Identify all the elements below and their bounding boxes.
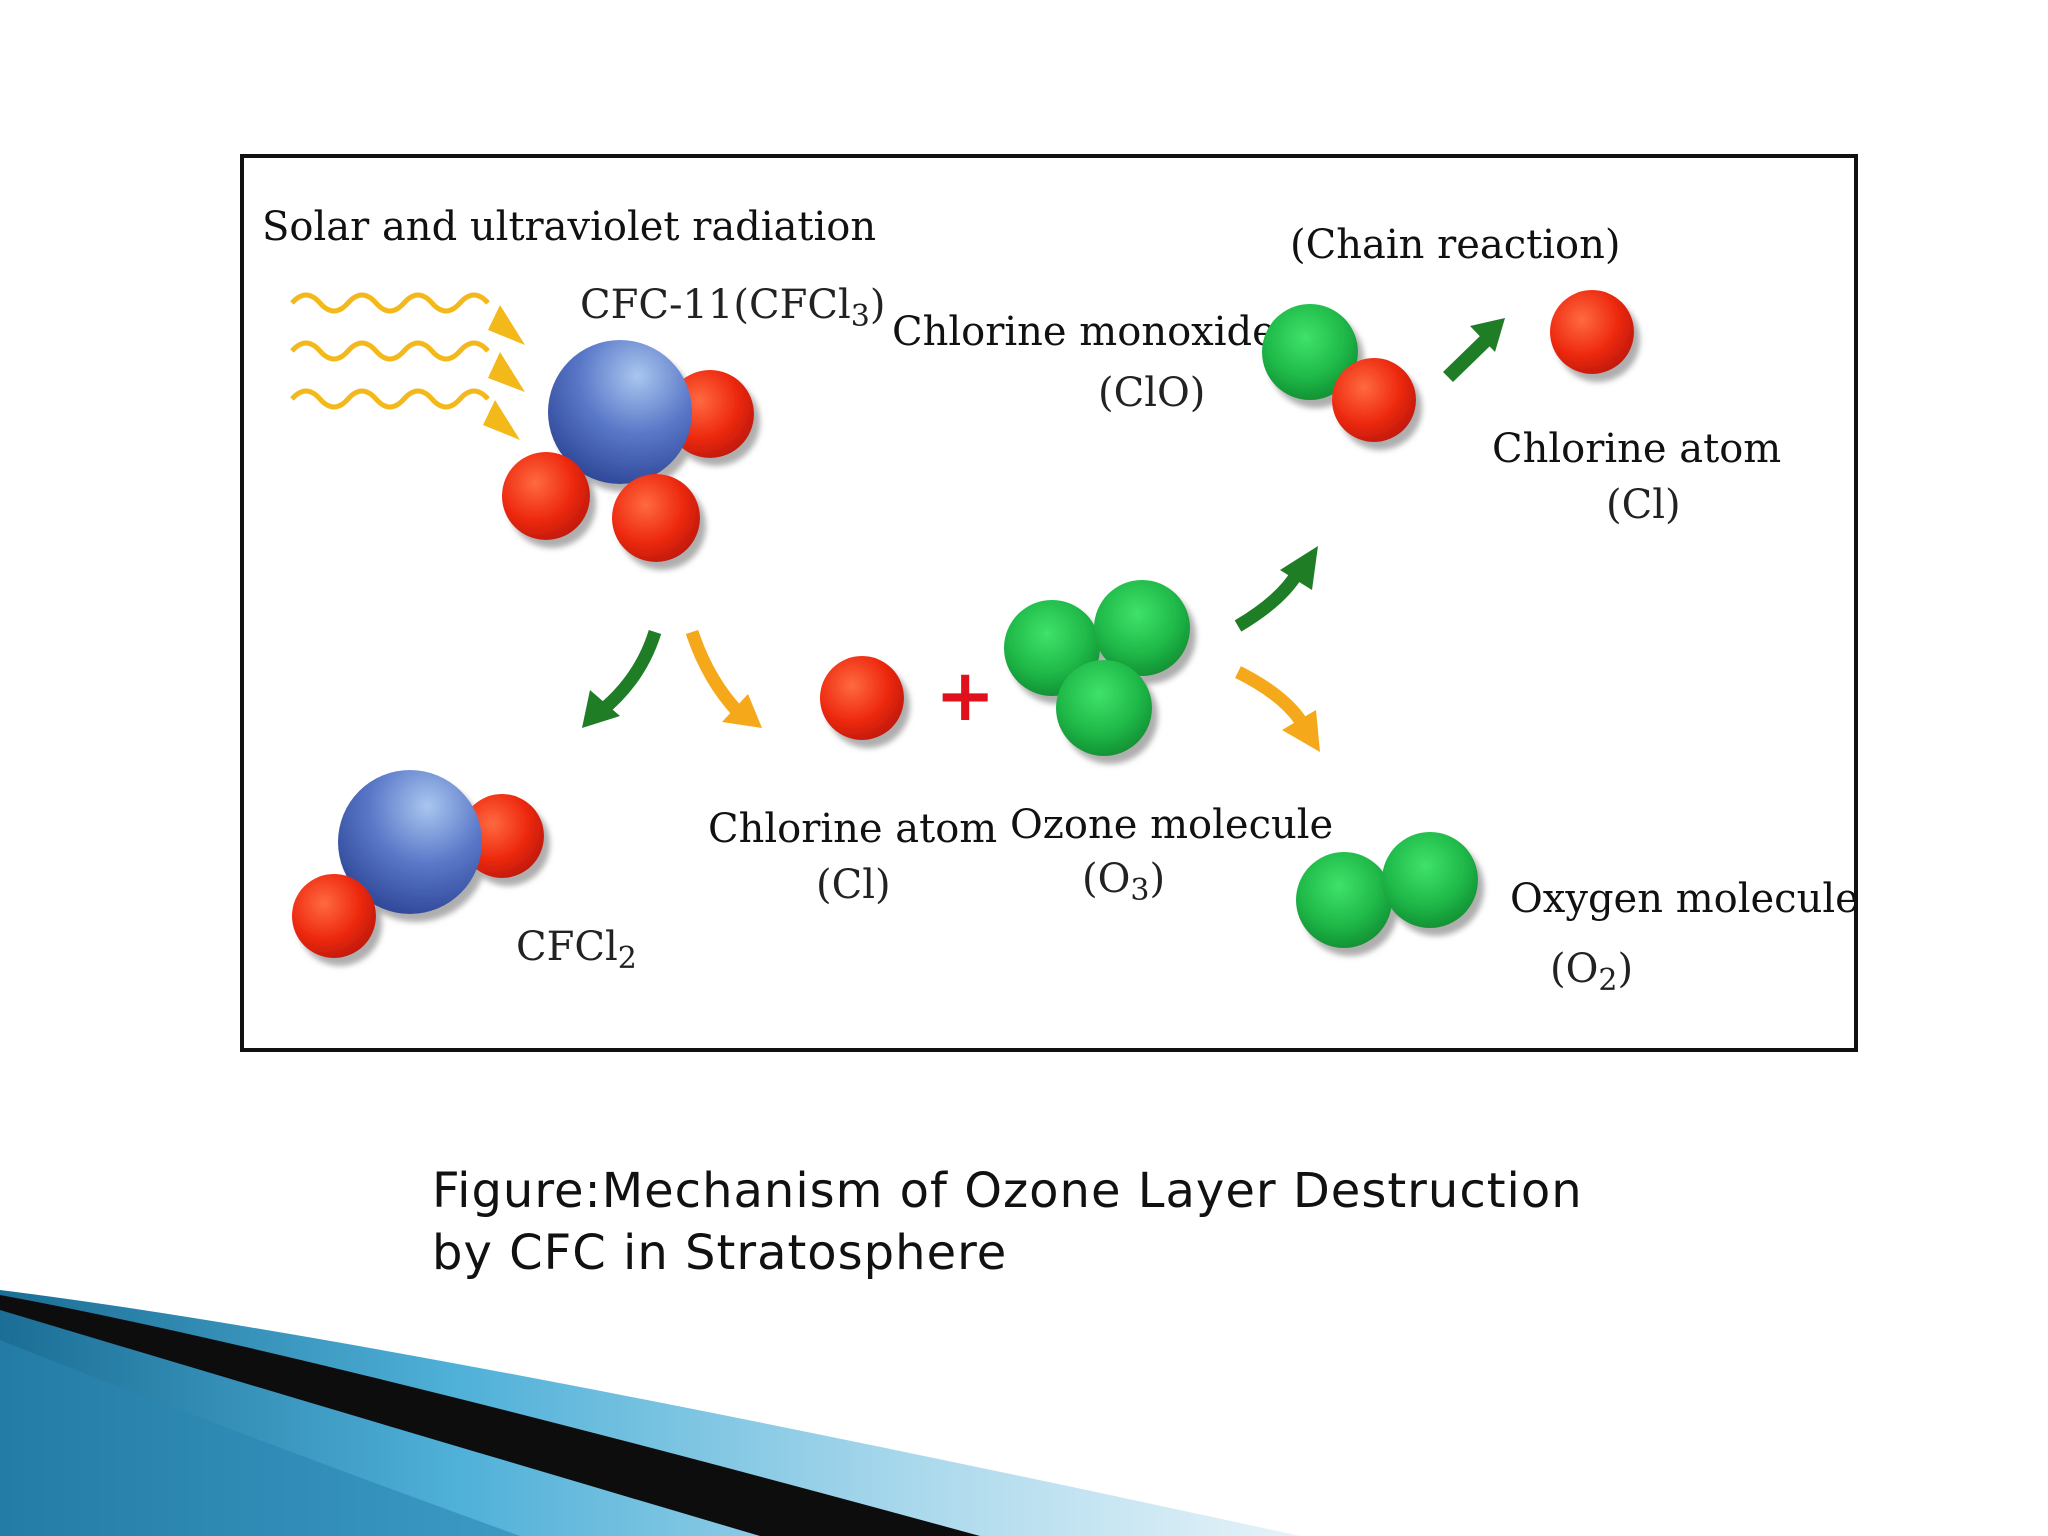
arrow-to-cfcl2 bbox=[582, 629, 662, 728]
chlorine-atom-top-formula: (Cl) bbox=[1606, 482, 1681, 528]
oxygen-sphere bbox=[1262, 304, 1358, 400]
radiation-label: Solar and ultraviolet radiation bbox=[262, 204, 876, 250]
oxygen-molecule bbox=[1296, 832, 1478, 948]
chlorine-atom-sphere bbox=[612, 474, 700, 562]
arrow-to-oxygen-molecule bbox=[1235, 666, 1320, 752]
oxygen-sphere bbox=[1094, 580, 1190, 676]
chlorine-sphere bbox=[292, 874, 376, 958]
chlorine-monoxide-formula: (ClO) bbox=[1098, 370, 1205, 416]
carbon-fluorine-sphere bbox=[338, 770, 482, 914]
chlorine-atom-sphere bbox=[502, 452, 590, 540]
arrow-to-chlorine-monoxide bbox=[1234, 546, 1318, 632]
chain-reaction-label: (Chain reaction) bbox=[1290, 222, 1620, 268]
arrow-to-chlorine-atom bbox=[1443, 318, 1505, 382]
chlorine-atom-mid-formula: (Cl) bbox=[816, 862, 891, 908]
chlorine-atom-top-name: Chlorine atom bbox=[1492, 426, 1781, 472]
ozone-formula: (O3) bbox=[1082, 856, 1165, 908]
oxygen-formula: (O2) bbox=[1550, 946, 1633, 998]
caption-line-1: Figure:Mechanism of Ozone Layer Destruct… bbox=[432, 1163, 1583, 1219]
cfcl2-label: CFCl2 bbox=[516, 924, 637, 976]
cfc11-molecule bbox=[502, 340, 754, 562]
radiation-waves bbox=[290, 292, 490, 410]
chlorine-sphere bbox=[1332, 358, 1416, 442]
cfc11-label: CFC-11(CFCl3) bbox=[580, 282, 885, 334]
arrow-to-chlorine-atom-mid bbox=[685, 629, 762, 728]
oxygen-name: Oxygen molecule bbox=[1510, 876, 1859, 922]
chlorine-monoxide-name: Chlorine monoxide bbox=[892, 309, 1276, 355]
plus-sign: + bbox=[935, 652, 995, 737]
oxygen-sphere bbox=[1382, 832, 1478, 928]
caption-line-2: by CFC in Stratosphere bbox=[432, 1225, 1008, 1281]
oxygen-sphere bbox=[1296, 852, 1392, 948]
chlorine-atom-mid-name: Chlorine atom bbox=[708, 806, 997, 852]
chlorine-atom-mid bbox=[820, 656, 904, 740]
chlorine-atom-top bbox=[1550, 290, 1634, 374]
carbon-fluorine-sphere bbox=[548, 340, 692, 484]
chlorine-monoxide-molecule bbox=[1262, 304, 1416, 442]
ozone-molecule bbox=[1004, 580, 1190, 756]
ozone-name: Ozone molecule bbox=[1010, 802, 1333, 848]
oxygen-sphere bbox=[1056, 660, 1152, 756]
chlorine-sphere bbox=[460, 794, 544, 878]
cfcl2-molecule bbox=[292, 770, 544, 958]
radiation-arrowheads bbox=[483, 305, 525, 440]
figure-caption: Figure:Mechanism of Ozone Layer Destruct… bbox=[432, 1160, 1732, 1284]
